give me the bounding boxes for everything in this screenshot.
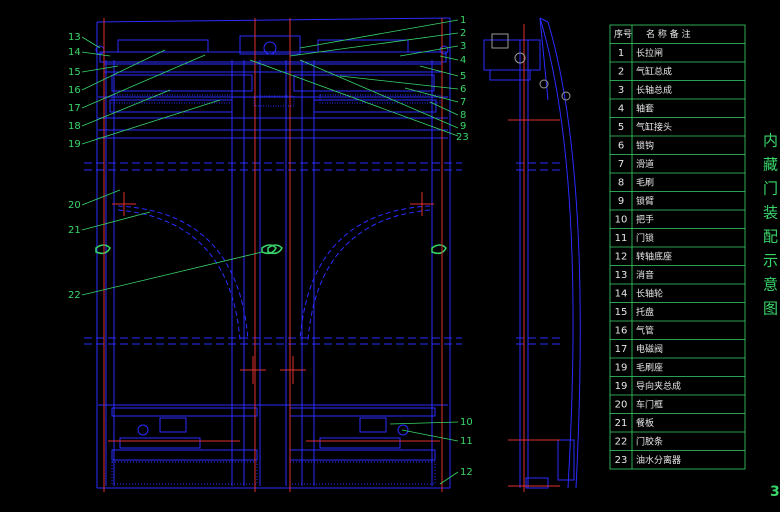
callout-21: 21 bbox=[68, 225, 81, 236]
side-view bbox=[483, 17, 581, 489]
callout-23: 23 bbox=[456, 132, 469, 143]
parts-table-row-no: 22 bbox=[615, 437, 628, 448]
callouts-right: 1 2 3 4 5 6 7 8 9 23 10 11 12 bbox=[456, 15, 473, 478]
parts-table-row-name: 滑道 bbox=[636, 158, 654, 170]
parts-table-row-no: 15 bbox=[615, 307, 628, 318]
callout-11: 11 bbox=[460, 436, 473, 447]
parts-table-row-no: 20 bbox=[615, 400, 628, 411]
front-view bbox=[84, 17, 462, 489]
parts-table-row-name: 毛刷座 bbox=[636, 362, 663, 374]
parts-table-row-name: 电磁阀 bbox=[636, 343, 663, 355]
parts-table-row-name: 门锁 bbox=[636, 232, 654, 244]
parts-table-row-no: 19 bbox=[615, 381, 628, 392]
door-guide-brackets bbox=[95, 244, 447, 255]
callout-17: 17 bbox=[68, 103, 81, 114]
callout-5: 5 bbox=[460, 71, 466, 82]
callout-12: 12 bbox=[460, 467, 473, 478]
parts-table: 序号 名 称 备 注 1 长拉闸 2 气缸总成 3 长轴总成 4 轴套 5 气缸接头 6 锁钩 7 滑道 8… bbox=[609, 24, 746, 470]
parts-table-row-no: 14 bbox=[615, 289, 628, 300]
parts-table-row-no: 12 bbox=[615, 252, 628, 263]
parts-table-row-name: 车门框 bbox=[636, 399, 663, 411]
callout-4: 4 bbox=[460, 55, 466, 66]
parts-table-row-name: 消音 bbox=[636, 269, 654, 281]
callout-2: 2 bbox=[460, 28, 466, 39]
callout-16: 16 bbox=[68, 85, 81, 96]
parts-table-row-no: 10 bbox=[615, 215, 628, 226]
parts-table-row-no: 3 bbox=[618, 85, 624, 96]
parts-table-row-name: 长拉闸 bbox=[636, 47, 663, 59]
parts-table-row-no: 1 bbox=[618, 48, 624, 59]
parts-table-row-no: 2 bbox=[618, 67, 624, 78]
parts-table-row-no: 6 bbox=[618, 141, 624, 152]
parts-table-row-name: 油水分离器 bbox=[636, 454, 681, 466]
callout-1: 1 bbox=[460, 15, 466, 26]
parts-table-row-no: 13 bbox=[615, 270, 628, 281]
parts-table-row-no: 21 bbox=[615, 418, 628, 429]
parts-table-row-name: 锁钩 bbox=[636, 140, 654, 152]
parts-table-row-name: 把手 bbox=[636, 214, 654, 226]
parts-table-row-name: 转轴底座 bbox=[636, 251, 672, 263]
drawing-title: 内藏门装配示意图 bbox=[761, 133, 779, 316]
parts-table-row-name: 气管 bbox=[636, 325, 654, 337]
parts-table-row-no: 19 bbox=[615, 363, 628, 374]
parts-table-row-no: 16 bbox=[615, 326, 628, 337]
parts-table-row-no: 5 bbox=[618, 122, 624, 133]
parts-table-row-name: 门胶条 bbox=[636, 436, 663, 448]
parts-table-row-name: 导向夹总成 bbox=[636, 380, 681, 392]
callout-10: 10 bbox=[460, 417, 473, 428]
parts-table-row-name: 锁臂 bbox=[636, 195, 654, 207]
parts-table-row-no: 23 bbox=[615, 455, 628, 466]
parts-table-row-name: 长轴总成 bbox=[636, 84, 672, 96]
parts-table-row-no: 4 bbox=[618, 104, 624, 115]
callout-14: 14 bbox=[68, 47, 81, 58]
parts-table-row-name: 毛刷 bbox=[636, 177, 654, 189]
callout-15: 15 bbox=[68, 67, 81, 78]
parts-table-row-name: 气缸总成 bbox=[636, 66, 672, 78]
callout-22: 22 bbox=[68, 290, 81, 301]
centerlines bbox=[103, 18, 443, 492]
callout-9: 9 bbox=[460, 121, 466, 132]
side-view-detail bbox=[491, 33, 571, 101]
title-text: 内藏门装配示意图 bbox=[761, 133, 779, 316]
frame-top-edge bbox=[96, 17, 451, 23]
parts-table-row-no: 9 bbox=[618, 196, 624, 207]
parts-table-row-name: 轴套 bbox=[636, 103, 654, 115]
callout-20: 20 bbox=[68, 200, 81, 211]
callout-3: 3 bbox=[460, 41, 466, 52]
callout-6: 6 bbox=[460, 84, 466, 95]
callout-19: 19 bbox=[68, 139, 81, 150]
callout-18: 18 bbox=[68, 121, 81, 132]
side-view-red bbox=[508, 24, 560, 492]
parts-table-row-no: 11 bbox=[615, 233, 628, 244]
parts-table-row-no: 8 bbox=[618, 178, 624, 189]
page-number: 3 bbox=[770, 484, 780, 500]
parts-table-row-name: 餐板 bbox=[636, 417, 654, 429]
parts-table-row-no: 17 bbox=[615, 344, 628, 355]
parts-table-row-name: 托盘 bbox=[636, 306, 654, 318]
callout-13: 13 bbox=[68, 32, 81, 43]
callouts-left: 13 14 15 16 17 18 19 20 21 22 bbox=[68, 32, 81, 301]
parts-table-header-no: 序号 bbox=[614, 28, 632, 40]
parts-table-row-name: 长轴轮 bbox=[636, 288, 663, 300]
parts-table-header-name: 名 称 备 注 bbox=[646, 28, 691, 40]
callout-7: 7 bbox=[460, 97, 466, 108]
leader-lines bbox=[81, 19, 459, 485]
parts-table-row-name: 气缸接头 bbox=[636, 121, 672, 133]
callout-8: 8 bbox=[460, 110, 466, 121]
parts-table-row-no: 7 bbox=[618, 159, 624, 170]
